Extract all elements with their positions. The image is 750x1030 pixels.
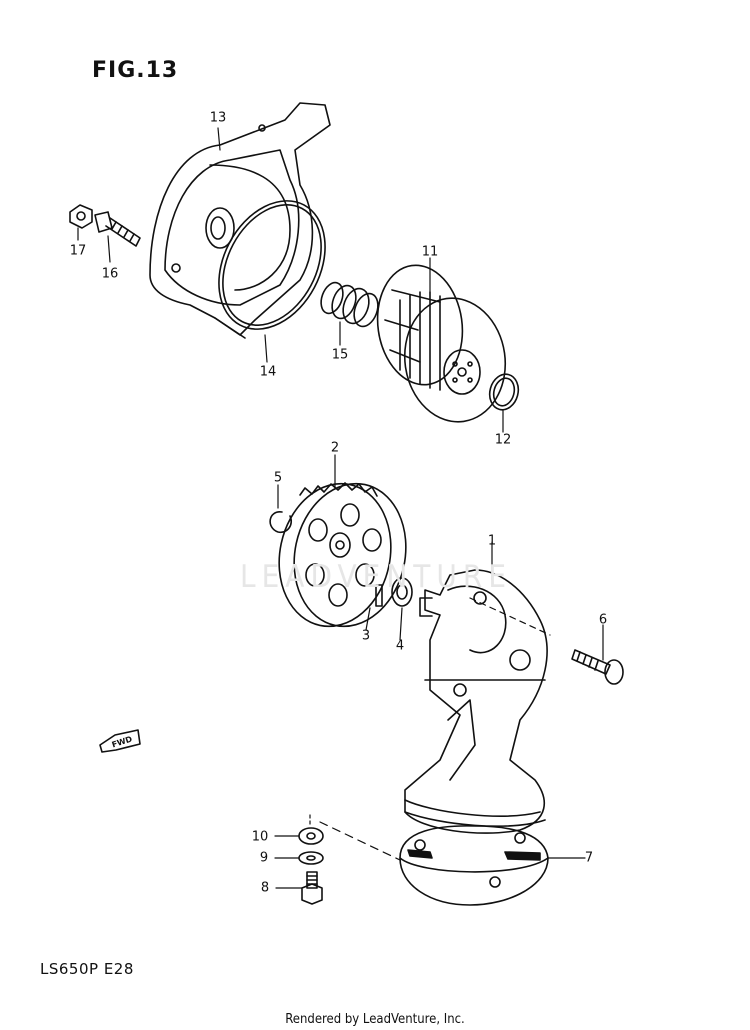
part-9-washer[interactable]	[298, 851, 324, 865]
leader-lines	[77, 127, 604, 889]
callout-5[interactable]: 5	[273, 470, 283, 486]
part-11-oil-filter[interactable]	[370, 260, 513, 429]
part-16-bolt[interactable]	[94, 211, 141, 247]
callout-7[interactable]: 7	[584, 850, 594, 866]
part-5-circlip[interactable]	[269, 511, 293, 534]
callout-8[interactable]: 8	[260, 880, 270, 896]
callout-3[interactable]: 3	[361, 628, 371, 644]
part-4-washer[interactable]	[391, 577, 413, 607]
part-8-bolt[interactable]	[301, 871, 323, 905]
callout-4[interactable]: 4	[395, 638, 405, 654]
part-1-oil-pump[interactable]	[404, 569, 548, 834]
model-code: LS650P E28	[40, 960, 134, 978]
callout-9[interactable]: 9	[259, 850, 269, 866]
figure-title: FIG.13	[92, 58, 179, 83]
callout-2[interactable]: 2	[330, 440, 340, 456]
part-17-nut[interactable]	[69, 204, 93, 229]
part-7-oil-strainer[interactable]	[399, 825, 549, 906]
part-14-o-ring[interactable]	[198, 182, 347, 347]
callout-12[interactable]: 12	[494, 432, 512, 448]
callout-13[interactable]: 13	[209, 110, 227, 126]
callout-10[interactable]: 10	[251, 829, 269, 845]
part-3-pin[interactable]	[375, 584, 383, 607]
footer-credit: Rendered by LeadVenture, Inc.	[285, 1012, 465, 1027]
callout-16[interactable]: 16	[101, 266, 119, 282]
callout-6[interactable]: 6	[598, 612, 608, 628]
part-2-gear[interactable]	[266, 473, 419, 637]
part-13-filter-cover[interactable]	[149, 102, 331, 339]
part-10-washer[interactable]	[298, 827, 324, 845]
callout-14[interactable]: 14	[259, 364, 277, 380]
part-6-bolt[interactable]	[571, 649, 624, 685]
watermark-text: LEADVENTURE	[240, 558, 513, 595]
part-15-spring[interactable]	[317, 280, 382, 330]
fwd-arrow-icon	[99, 729, 141, 753]
callout-17[interactable]: 17	[69, 243, 87, 259]
callout-11[interactable]: 11	[421, 244, 439, 260]
part-12-o-ring[interactable]	[486, 371, 522, 413]
callout-1[interactable]: 1	[487, 533, 497, 549]
callout-15[interactable]: 15	[331, 347, 349, 363]
